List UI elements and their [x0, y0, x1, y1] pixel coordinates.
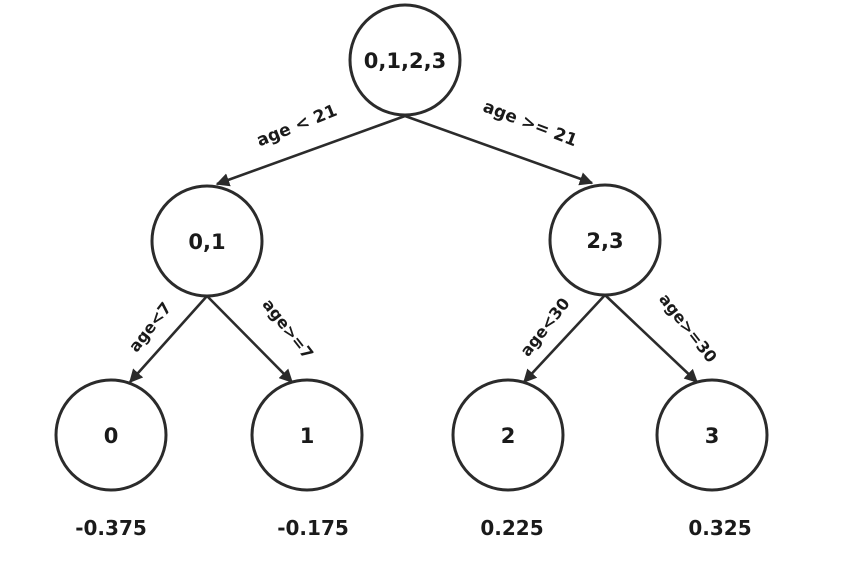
edge-root-to-left: [215, 114, 406, 187]
leaf-value-2: 0.225: [480, 516, 543, 540]
node-root-circle[interactable]: [348, 3, 462, 117]
node-leaf-3-label: 3: [705, 424, 720, 448]
node-leaf-3-circle[interactable]: [655, 378, 769, 492]
node-leaf-3[interactable]: 3: [655, 378, 769, 492]
edge-right-to-leaf3: [604, 294, 698, 383]
leaf-value-3: 0.325: [688, 516, 751, 540]
node-leaf-2-circle[interactable]: [451, 378, 565, 492]
node-right-circle[interactable]: [548, 183, 662, 297]
edge-root-to-right: [404, 114, 594, 186]
edge-label-right-leaf2: age<30: [516, 294, 573, 360]
node-leaf-1[interactable]: 1: [250, 378, 364, 492]
node-root[interactable]: 0,1,2,3: [348, 3, 462, 117]
edge-label-left-leaf0: age<7: [125, 298, 175, 355]
node-right-label: 2,3: [586, 229, 623, 253]
node-leaf-2[interactable]: 2: [451, 378, 565, 492]
node-leaf-0[interactable]: 0: [54, 378, 168, 492]
node-leaf-0-circle[interactable]: [54, 378, 168, 492]
node-root-label: 0,1,2,3: [364, 49, 446, 73]
leaf-value-group: -0.375 -0.175 0.225 0.325: [75, 516, 751, 540]
node-left[interactable]: 0,1: [150, 184, 264, 298]
edge-left-to-leaf0: [129, 295, 208, 384]
edge-label-root-right: age >= 21: [480, 97, 580, 151]
edge-group: [129, 114, 698, 384]
node-left-circle[interactable]: [150, 184, 264, 298]
node-left-label: 0,1: [188, 230, 225, 254]
leaf-value-0: -0.375: [75, 516, 147, 540]
node-leaf-1-circle[interactable]: [250, 378, 364, 492]
node-right[interactable]: 2,3: [548, 183, 662, 297]
node-leaf-1-label: 1: [300, 424, 315, 448]
edge-label-left-leaf1: age>=7: [259, 295, 318, 363]
leaf-value-1: -0.175: [277, 516, 349, 540]
node-leaf-2-label: 2: [501, 424, 516, 448]
node-leaf-0-label: 0: [104, 424, 119, 448]
edge-right-to-leaf2: [523, 294, 606, 383]
edge-label-right-leaf3: age>=30: [655, 290, 721, 366]
edge-left-to-leaf1: [206, 295, 293, 383]
